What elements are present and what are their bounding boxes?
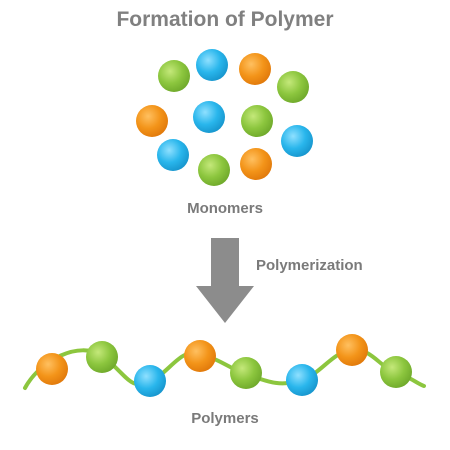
orange-polymer-bead	[184, 340, 216, 372]
blue-monomer	[193, 101, 225, 133]
blue-monomer	[157, 139, 189, 171]
green-monomer	[198, 154, 230, 186]
arrow-head	[196, 286, 254, 323]
blue-monomer	[196, 49, 228, 81]
orange-polymer-bead	[336, 334, 368, 366]
orange-polymer-bead	[36, 353, 68, 385]
orange-monomer	[239, 53, 271, 85]
green-polymer-bead	[86, 341, 118, 373]
blue-polymer-bead	[286, 364, 318, 396]
polymerization-label: Polymerization	[256, 257, 363, 274]
polymer-chain	[23, 334, 426, 397]
polymerization-arrow	[196, 238, 254, 323]
arrow-shaft	[211, 238, 239, 286]
polymers-label: Polymers	[191, 410, 259, 427]
monomer-cluster	[136, 49, 313, 186]
orange-monomer	[240, 148, 272, 180]
blue-monomer	[281, 125, 313, 157]
green-polymer-bead	[380, 356, 412, 388]
green-monomer	[277, 71, 309, 103]
blue-polymer-bead	[134, 365, 166, 397]
monomers-label: Monomers	[187, 200, 263, 217]
green-monomer	[158, 60, 190, 92]
green-polymer-bead	[230, 357, 262, 389]
orange-monomer	[136, 105, 168, 137]
green-monomer	[241, 105, 273, 137]
page-title: Formation of Polymer	[116, 8, 334, 31]
